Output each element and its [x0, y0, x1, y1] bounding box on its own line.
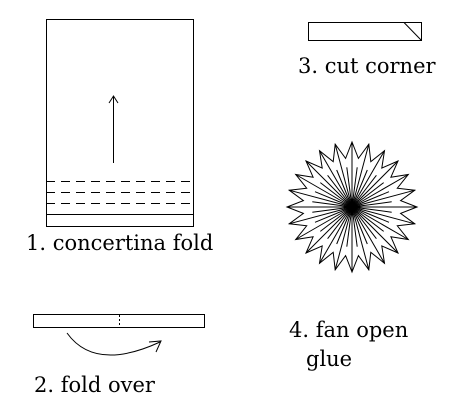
fan-crease [336, 169, 353, 208]
fan-crease [314, 206, 353, 223]
up-arrow-icon [108, 95, 119, 163]
step4-caption-line1: 4. fan open [289, 318, 409, 342]
fan-spoke [319, 150, 353, 208]
fan-crease [351, 201, 392, 208]
step4-fan-rosette [285, 140, 419, 274]
fan-spoke [351, 206, 370, 270]
fan-crease [351, 206, 392, 213]
fan-spoke [351, 174, 409, 208]
fan-crease [351, 206, 368, 245]
fan-spoke [351, 150, 385, 208]
cut-strip-outline [308, 22, 422, 41]
fan-crease [351, 191, 390, 208]
fan-crease [336, 206, 353, 245]
fan-crease [351, 169, 368, 208]
fan-spoke [295, 206, 353, 240]
fan-spoke [351, 160, 399, 208]
fan-crease [351, 182, 385, 208]
fan-crease [312, 206, 353, 213]
fan-spoke [351, 206, 385, 264]
fan-spoke [351, 206, 409, 240]
fan-spoke [295, 174, 353, 208]
fan-crease [346, 206, 353, 247]
fan-spoke [289, 189, 353, 208]
fan-crease [351, 206, 385, 232]
fan-crease [351, 206, 377, 240]
fan-spoke [351, 206, 415, 225]
fan-spoke [305, 160, 353, 208]
fan-crease [351, 206, 358, 247]
fan-spoke [319, 206, 353, 264]
fan-crease [351, 174, 377, 208]
step4-caption-line2: glue [306, 347, 353, 371]
fan-crease [351, 167, 358, 208]
fan-spoke [351, 189, 415, 208]
step1-paper-sheet [46, 19, 194, 227]
fan-crease [319, 182, 353, 208]
fan-crease [346, 167, 353, 208]
step3-cut-strip [308, 22, 422, 41]
fan-crease [312, 201, 353, 208]
curved-arrow-icon [66, 332, 162, 356]
fan-crease [351, 206, 390, 223]
fan-spoke [351, 206, 399, 254]
step2-caption: 2. fold over [34, 373, 155, 397]
paper-outline [46, 19, 194, 227]
cut-line [403, 22, 422, 41]
fan-spoke [351, 144, 370, 208]
step3-caption: 3. cut corner [298, 54, 436, 78]
fan-spoke [289, 206, 353, 225]
fan-spoke [334, 206, 353, 270]
fan-crease [327, 174, 353, 208]
fan-spoke [334, 144, 353, 208]
fan-crease [319, 206, 353, 232]
fan-spoke [305, 206, 353, 254]
step1-caption: 1. concertina fold [26, 231, 214, 255]
step2-folded-strip [33, 314, 205, 328]
fan-crease [314, 191, 353, 208]
strip-outline [33, 314, 205, 328]
fan-crease [327, 206, 353, 240]
